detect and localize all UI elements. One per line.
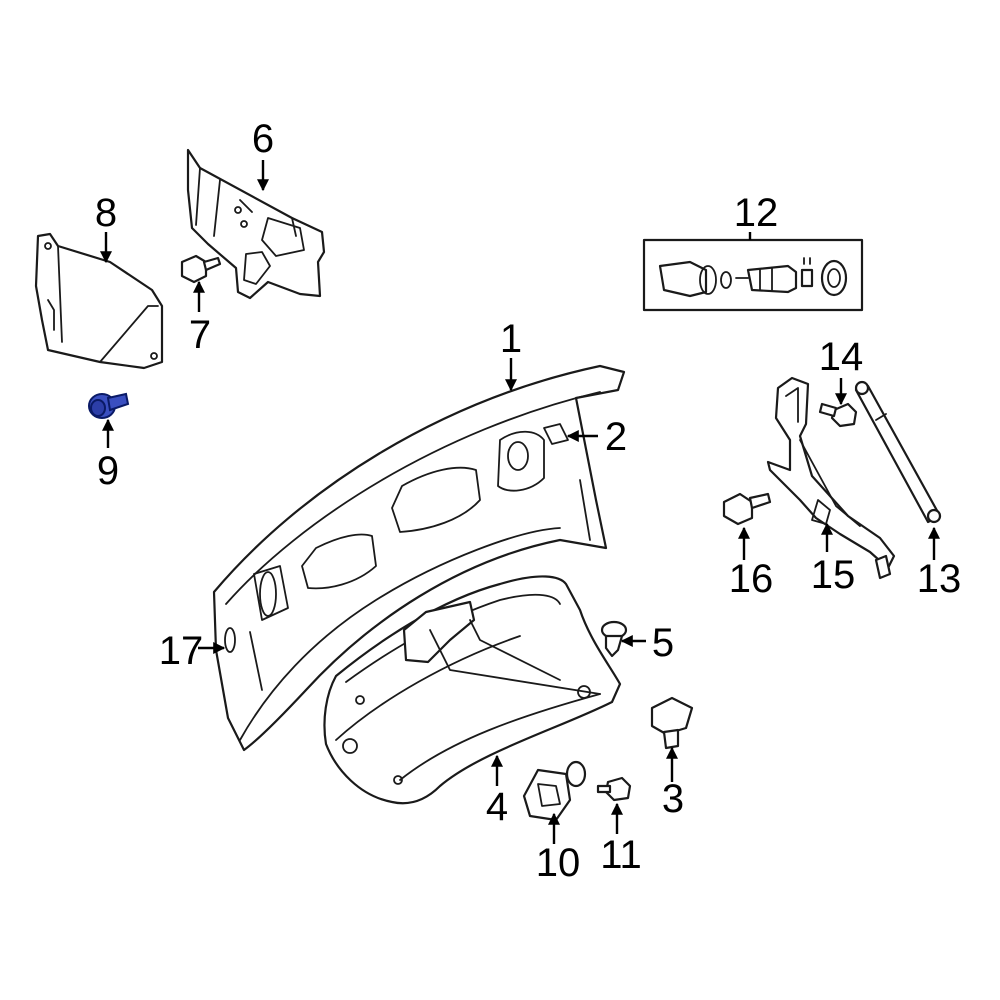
callout-13: 13 — [917, 557, 962, 601]
callout-11: 11 — [600, 833, 642, 877]
callout-16: 16 — [729, 557, 774, 601]
callout-labels: 6 8 7 9 12 1 2 14 16 15 13 5 17 3 4 10 1… — [95, 117, 961, 885]
part-9-push-pin-fastener[interactable] — [88, 392, 130, 419]
callout-1: 1 — [500, 317, 522, 361]
callout-12: 12 — [734, 191, 779, 235]
part-1-trunk-lid[interactable] — [212, 364, 626, 752]
callout-9: 9 — [97, 449, 119, 493]
callout-8: 8 — [95, 191, 117, 235]
callout-17: 17 — [159, 629, 204, 673]
callout-6: 6 — [252, 117, 274, 161]
part-12-lock-cylinder-kit[interactable] — [642, 238, 864, 312]
part-3-bumper[interactable] — [650, 696, 694, 750]
callout-2: 2 — [605, 415, 627, 459]
part-13-gas-strut[interactable] — [854, 380, 942, 524]
part-7-bolt[interactable] — [180, 254, 222, 284]
leader-lines — [100, 160, 940, 844]
callout-14: 14 — [819, 335, 864, 379]
callout-15: 15 — [811, 553, 856, 597]
part-14-bolt[interactable] — [818, 402, 858, 428]
callout-7: 7 — [189, 313, 211, 357]
part-4-inner-trunk-panel[interactable] — [323, 575, 622, 805]
part-5-push-clip[interactable] — [600, 620, 628, 658]
part-16-bolt[interactable] — [722, 492, 772, 526]
part-6-trim-bracket[interactable] — [186, 148, 326, 300]
callout-10: 10 — [536, 841, 581, 885]
part-11-bolt[interactable] — [596, 776, 632, 802]
part-10-latch-striker[interactable] — [522, 760, 587, 822]
part-8-side-cover[interactable] — [34, 232, 164, 370]
callout-4: 4 — [486, 785, 508, 829]
callout-3: 3 — [662, 777, 684, 821]
callout-5: 5 — [652, 621, 674, 665]
